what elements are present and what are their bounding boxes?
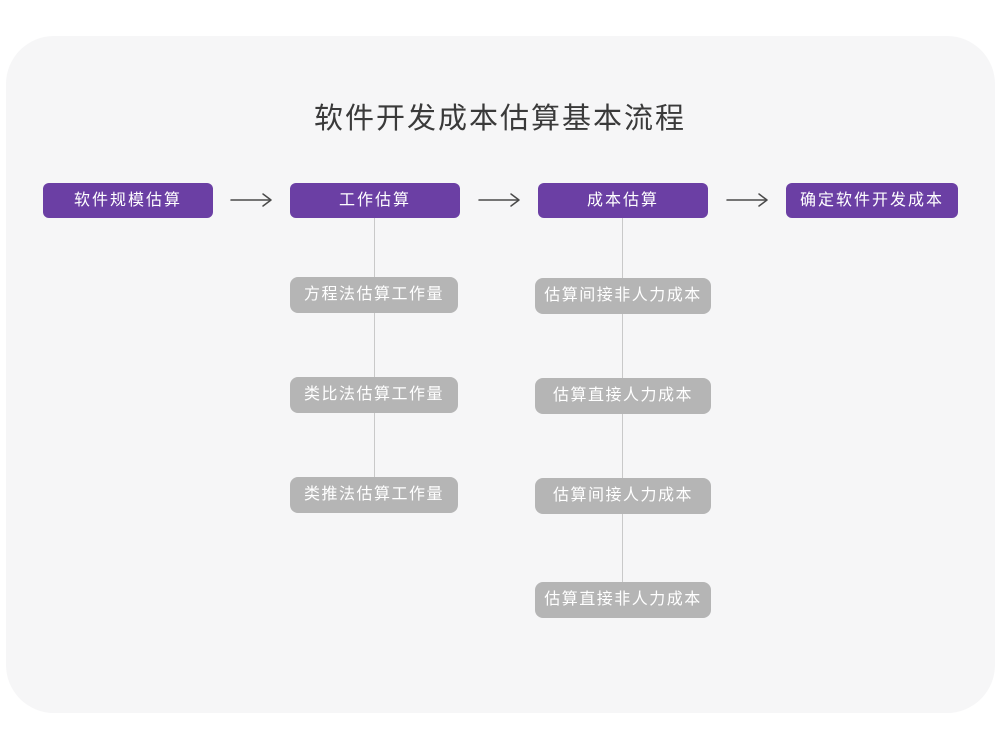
node-determine-dev-cost: 确定软件开发成本 xyxy=(786,183,958,218)
diagram-card xyxy=(6,36,995,713)
connector-line-work-estimation xyxy=(374,218,375,478)
arrow-right-icon xyxy=(726,193,768,207)
node-work-estimation: 工作估算 xyxy=(290,183,460,218)
subnode-direct-nonlabor-cost: 估算直接非人力成本 xyxy=(535,582,711,618)
subnode-equation-method-workload: 方程法估算工作量 xyxy=(290,277,458,313)
subnode-indirect-labor-cost: 估算间接人力成本 xyxy=(535,478,711,514)
arrow-right-icon xyxy=(230,193,272,207)
subnode-extrapolation-method-workload: 类推法估算工作量 xyxy=(290,477,458,513)
node-cost-estimation: 成本估算 xyxy=(538,183,708,218)
node-software-scale-estimation: 软件规模估算 xyxy=(43,183,213,218)
diagram-title: 软件开发成本估算基本流程 xyxy=(313,103,686,135)
subnode-indirect-nonlabor-cost: 估算间接非人力成本 xyxy=(535,278,711,314)
subnode-direct-labor-cost: 估算直接人力成本 xyxy=(535,378,711,414)
arrow-right-icon xyxy=(478,193,520,207)
subnode-analogy-method-workload: 类比法估算工作量 xyxy=(290,377,458,413)
